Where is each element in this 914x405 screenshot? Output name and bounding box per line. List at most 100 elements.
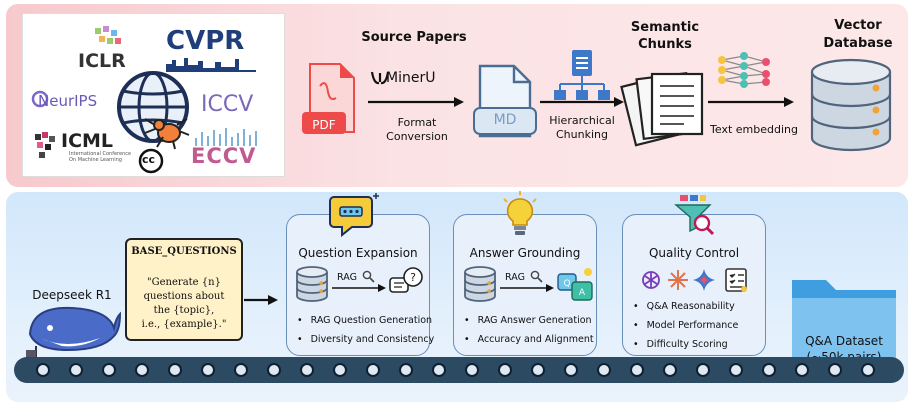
conveyor-roller [69, 363, 83, 377]
conveyor-roller [465, 363, 479, 377]
rag-label: RAG [337, 272, 357, 283]
database-mini-icon [296, 266, 328, 302]
icml-subtitle-1: International Conference [69, 151, 132, 157]
format-conversion-line2: Conversion [386, 130, 448, 143]
magnifier-icon [530, 270, 543, 283]
bullet-text: Diversity and Consistency [310, 334, 435, 345]
conveyor-roller [762, 363, 776, 377]
stage-title: Question Expansion [298, 246, 418, 260]
conveyor-roller [432, 363, 446, 377]
conveyor-roller [498, 363, 512, 377]
bullet-item: •RAG Question Generation [297, 315, 433, 326]
deepseek-whale-icon [26, 306, 122, 358]
mineru-label: MinerU [386, 70, 436, 86]
database-mini-icon [464, 266, 496, 302]
conveyor-roller [663, 363, 677, 377]
conveyor-roller [333, 363, 347, 377]
iccv-logo-text: ICCV [201, 92, 254, 117]
bullet-item: •Model Performance [633, 320, 739, 331]
prompt-line: "Generate {n} [147, 277, 221, 288]
conveyor-roller [564, 363, 578, 377]
embedding-network-icon [718, 52, 770, 88]
prompt-line: i.e., {example}." [141, 319, 227, 330]
format-conversion-line1: Format [397, 116, 437, 129]
dataset-folder-icon [792, 280, 896, 370]
conveyor-roller [234, 363, 248, 377]
hierarchical-chunking-line2: Chunking [556, 128, 608, 141]
hierarchical-chunking-line1: Hierarchical [549, 114, 615, 127]
semantic-chunks-line2: Chunks [638, 37, 692, 52]
eccv-bars-icon [195, 128, 257, 146]
lightbulb-icon [503, 191, 537, 235]
hierarchy-tree-icon [554, 50, 610, 100]
conveyor-roller [366, 363, 380, 377]
stage-bullets: •Q&A Reasonability •Model Performance •D… [633, 297, 761, 354]
document-stack-icon [620, 71, 704, 147]
stage-title: Answer Grounding [469, 246, 581, 260]
cvpr-skyline-icon [166, 58, 256, 72]
conveyor-roller [531, 363, 545, 377]
conveyor-roller [630, 363, 644, 377]
qa-cards-icon: Q A [557, 268, 593, 301]
conveyor-roller [168, 363, 182, 377]
bullet-text: RAG Question Generation [310, 315, 433, 326]
pdf-badge-label: PDF [312, 118, 336, 132]
neurips-logo-text: NeurIPS [38, 92, 98, 110]
bullet-text: Accuracy and Alignment [477, 334, 594, 345]
text-embedding-label: Text embedding [710, 123, 798, 136]
base-questions-title: BASE_QUESTIONS [131, 246, 237, 257]
svg-text:Q: Q [563, 279, 570, 289]
ai-models-icons [642, 268, 747, 292]
arrow-base-to-expansion [244, 295, 278, 305]
conveyor-roller [861, 363, 875, 377]
bullet-text: Difficulty Scoring [646, 339, 728, 350]
iclr-logo-mark [95, 26, 121, 44]
neurips-swirl-icon [31, 90, 49, 108]
prompt-line: questions about [143, 291, 225, 302]
stage-bullets: •RAG Question Generation •Diversity and … [297, 311, 434, 349]
funnel-search-icon [674, 195, 715, 236]
conveyor-roller [729, 363, 743, 377]
source-papers-label: Source Papers [361, 30, 467, 45]
stage-bullets: •RAG Answer Generation •Accuracy and Ali… [464, 311, 594, 349]
bullet-item: •Difficulty Scoring [633, 339, 728, 350]
conveyor-roller [36, 363, 50, 377]
icml-mosaic-icon [35, 132, 55, 158]
conveyor-roller [399, 363, 413, 377]
cc-badge-text: cc [142, 153, 156, 166]
base-questions-prompt: "Generate {n} questions about the {topic… [127, 276, 241, 332]
icml-subtitle-2: On Machine Learning [69, 157, 122, 163]
bullet-text: Model Performance [646, 320, 739, 331]
bullet-text: RAG Answer Generation [477, 315, 592, 326]
cvpr-logo-text: CVPR [166, 26, 245, 56]
base-questions-box: BASE_QUESTIONS "Generate {n} questions a… [125, 238, 243, 341]
globe-spider-icon [117, 71, 190, 150]
vector-database-line2: Database [823, 36, 893, 51]
conveyor-roller [102, 363, 116, 377]
svg-text:A: A [579, 288, 586, 298]
svg-text:?: ? [410, 271, 416, 284]
conveyor-roller [828, 363, 842, 377]
stage-title: Quality Control [648, 246, 740, 260]
conveyor-roller [267, 363, 281, 377]
conveyor-roller [597, 363, 611, 377]
question-chat-icon: ? [389, 267, 423, 293]
arrow-pdf-to-md [368, 97, 464, 107]
conference-logos-box: ICLR CVPR NeurIPS ICCV ICML Internationa… [22, 13, 285, 177]
bullet-text: Q&A Reasonability [646, 301, 735, 312]
arrow-chunks-to-db [708, 97, 794, 107]
prompt-line: the {topic}, [153, 305, 215, 316]
cc-badge-icon [138, 148, 164, 174]
conveyor-roller [135, 363, 149, 377]
conveyor-roller [696, 363, 710, 377]
bullet-item: •RAG Answer Generation [464, 315, 592, 326]
deepseek-label: Deepseek R1 [32, 288, 112, 302]
arrow-rag-question [332, 284, 386, 292]
vector-database-line1: Vector [834, 18, 882, 33]
semantic-chunks-line1: Semantic [630, 20, 700, 35]
arrow-rag-answer [500, 284, 554, 292]
conveyor-roller [201, 363, 215, 377]
icml-logo-text: ICML [61, 130, 114, 152]
conveyor-roller [795, 363, 809, 377]
bullet-item: •Q&A Reasonability [633, 301, 735, 312]
